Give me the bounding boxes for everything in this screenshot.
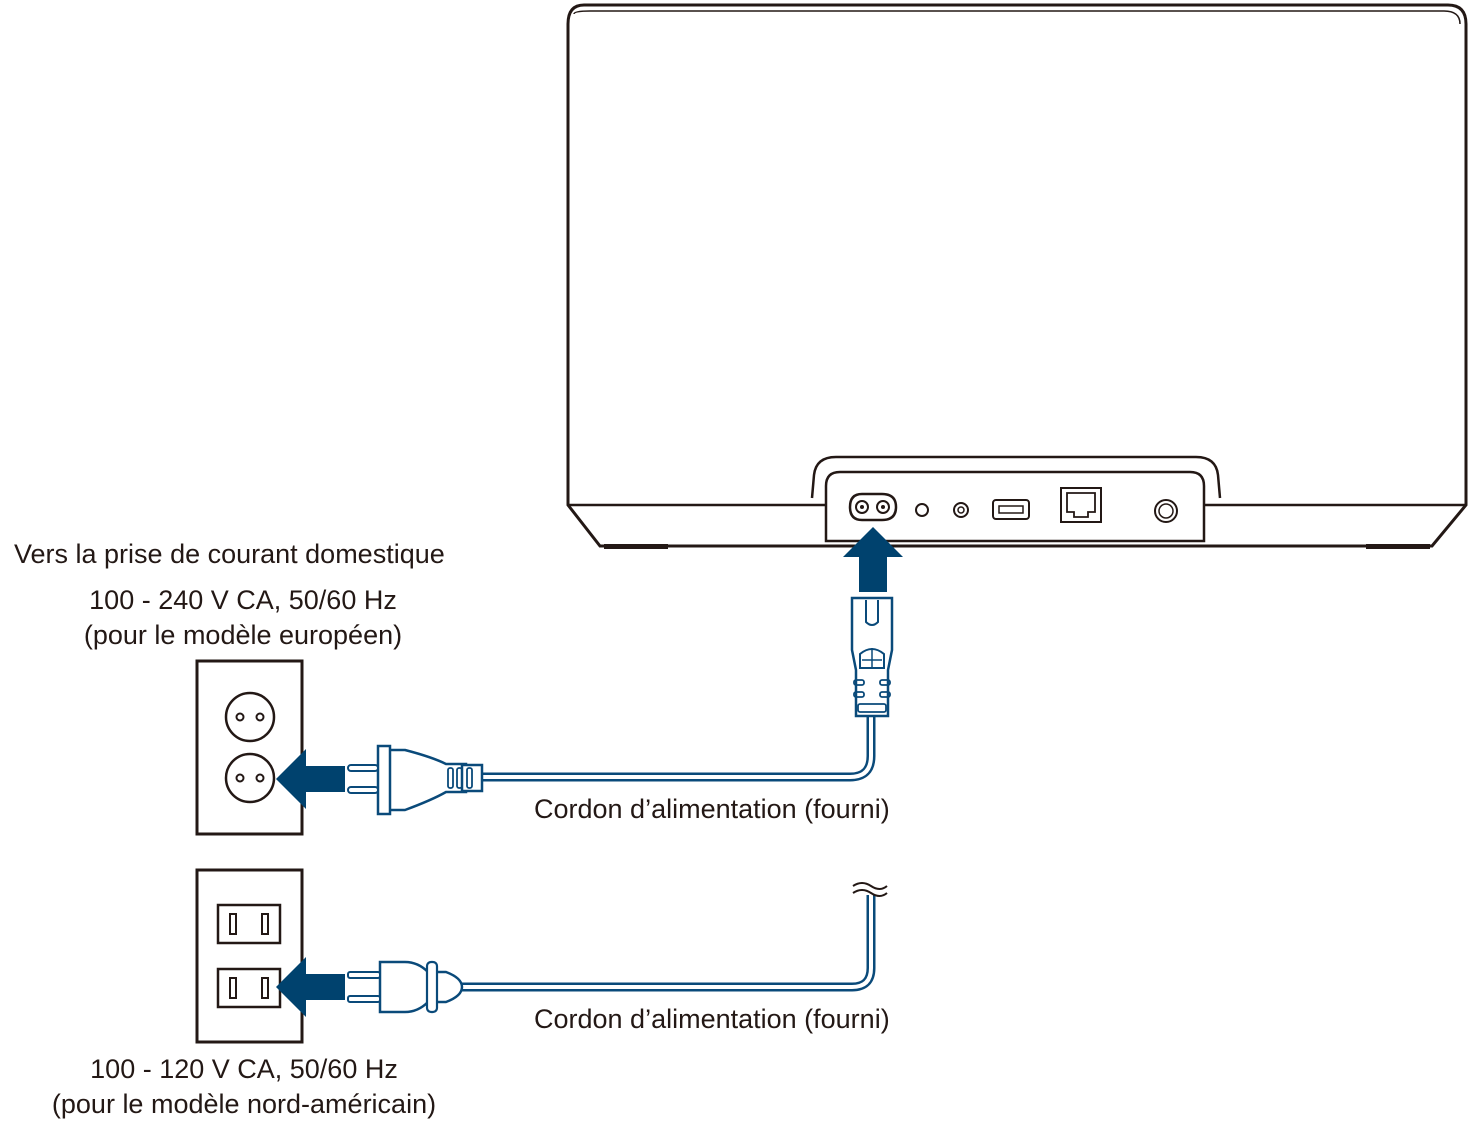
- aux-jack-center: [957, 506, 965, 514]
- na-power-cord: [347, 882, 888, 1014]
- eu-cord-label: Cordon d’alimentation (fourni): [534, 794, 890, 824]
- left-arrow-icon: [276, 957, 345, 1017]
- eu-cable-core: [478, 716, 873, 779]
- na-model-label: (pour le modèle nord-américain): [51, 1089, 437, 1119]
- iec-plug-rib: [853, 691, 865, 698]
- dc-jack-icon: [1154, 499, 1178, 523]
- eu-voltage-label: 100 - 240 V CA, 50/60 Hz: [89, 585, 397, 615]
- iec-plug-rib: [879, 679, 891, 686]
- iec-plug-rib: [879, 691, 891, 698]
- usb-port-icon: [992, 499, 1030, 520]
- speaker-foot-left: [604, 544, 668, 549]
- na-cable-core: [462, 895, 873, 989]
- eu-model-label: (pour le modèle européen): [83, 620, 403, 650]
- ac-inlet: [848, 492, 898, 522]
- ac-inlet-hole-right: [876, 500, 890, 514]
- eu-socket-top: [224, 691, 276, 743]
- iec-plug-rib: [853, 679, 865, 686]
- speaker-rear: [566, 3, 1468, 549]
- household-outlet-label: Vers la prise de courant domestique: [14, 539, 445, 569]
- eu-socket-bottom: [224, 752, 276, 804]
- iec-plug-rib: [857, 703, 887, 713]
- cable-break-icon: [852, 882, 888, 897]
- europlug-rib: [447, 767, 454, 789]
- na-socket-bottom-slot: [261, 977, 269, 999]
- na-socket-top-slot: [261, 913, 269, 935]
- europlug-body: [386, 748, 468, 812]
- ac-inlet-pin-left: [860, 505, 864, 509]
- left-arrow-icon: [276, 749, 345, 809]
- dc-jack-inner: [1158, 503, 1174, 519]
- ethernet-port-icon: [1060, 487, 1102, 523]
- eu-socket-top-hole: [255, 712, 265, 722]
- na-outlet-plate: [195, 868, 304, 1044]
- europlug-pin-bottom: [347, 786, 379, 794]
- nema-plug-rib: [425, 960, 439, 1014]
- eu-socket-top-hole: [235, 712, 245, 722]
- nema-plug-body: [378, 960, 464, 1014]
- na-socket-top: [216, 903, 282, 945]
- ac-inlet-pin-right: [881, 505, 885, 509]
- na-socket-bottom-slot: [229, 977, 237, 999]
- na-cable: [462, 895, 876, 992]
- na-socket-top-slot: [229, 913, 237, 935]
- up-arrow-icon: [843, 527, 903, 592]
- eu-power-cord: [347, 596, 894, 816]
- iec-plug-slot: [865, 600, 879, 626]
- eu-wall-outlet: [195, 659, 304, 836]
- europlug-rib: [466, 767, 473, 789]
- eu-socket-bottom-hole: [255, 773, 265, 783]
- europlug-pin-top: [347, 764, 379, 772]
- eu-socket-bottom-hole: [235, 773, 245, 783]
- usb-port-inner: [998, 505, 1024, 514]
- na-cord-label: Cordon d’alimentation (fourni): [534, 1004, 890, 1034]
- aux-jack-icon: [953, 502, 969, 518]
- na-wall-outlet: [195, 868, 304, 1044]
- speaker-inner-edge: [573, 10, 1461, 25]
- speaker-body: [566, 3, 1468, 548]
- eu-cable: [478, 716, 876, 782]
- eu-outlet-plate: [195, 659, 304, 836]
- nema-plug-pin-top: [347, 971, 381, 979]
- na-voltage-label: 100 - 120 V CA, 50/60 Hz: [90, 1054, 398, 1084]
- europlug-rib: [456, 767, 463, 789]
- ethernet-port-inner: [1066, 492, 1096, 518]
- reset-button-icon: [915, 503, 929, 517]
- ac-inlet-hole-left: [855, 500, 869, 514]
- europlug-flange: [376, 744, 392, 816]
- speaker-foot-right: [1366, 544, 1430, 549]
- nema-plug-pin-bottom: [347, 995, 381, 1003]
